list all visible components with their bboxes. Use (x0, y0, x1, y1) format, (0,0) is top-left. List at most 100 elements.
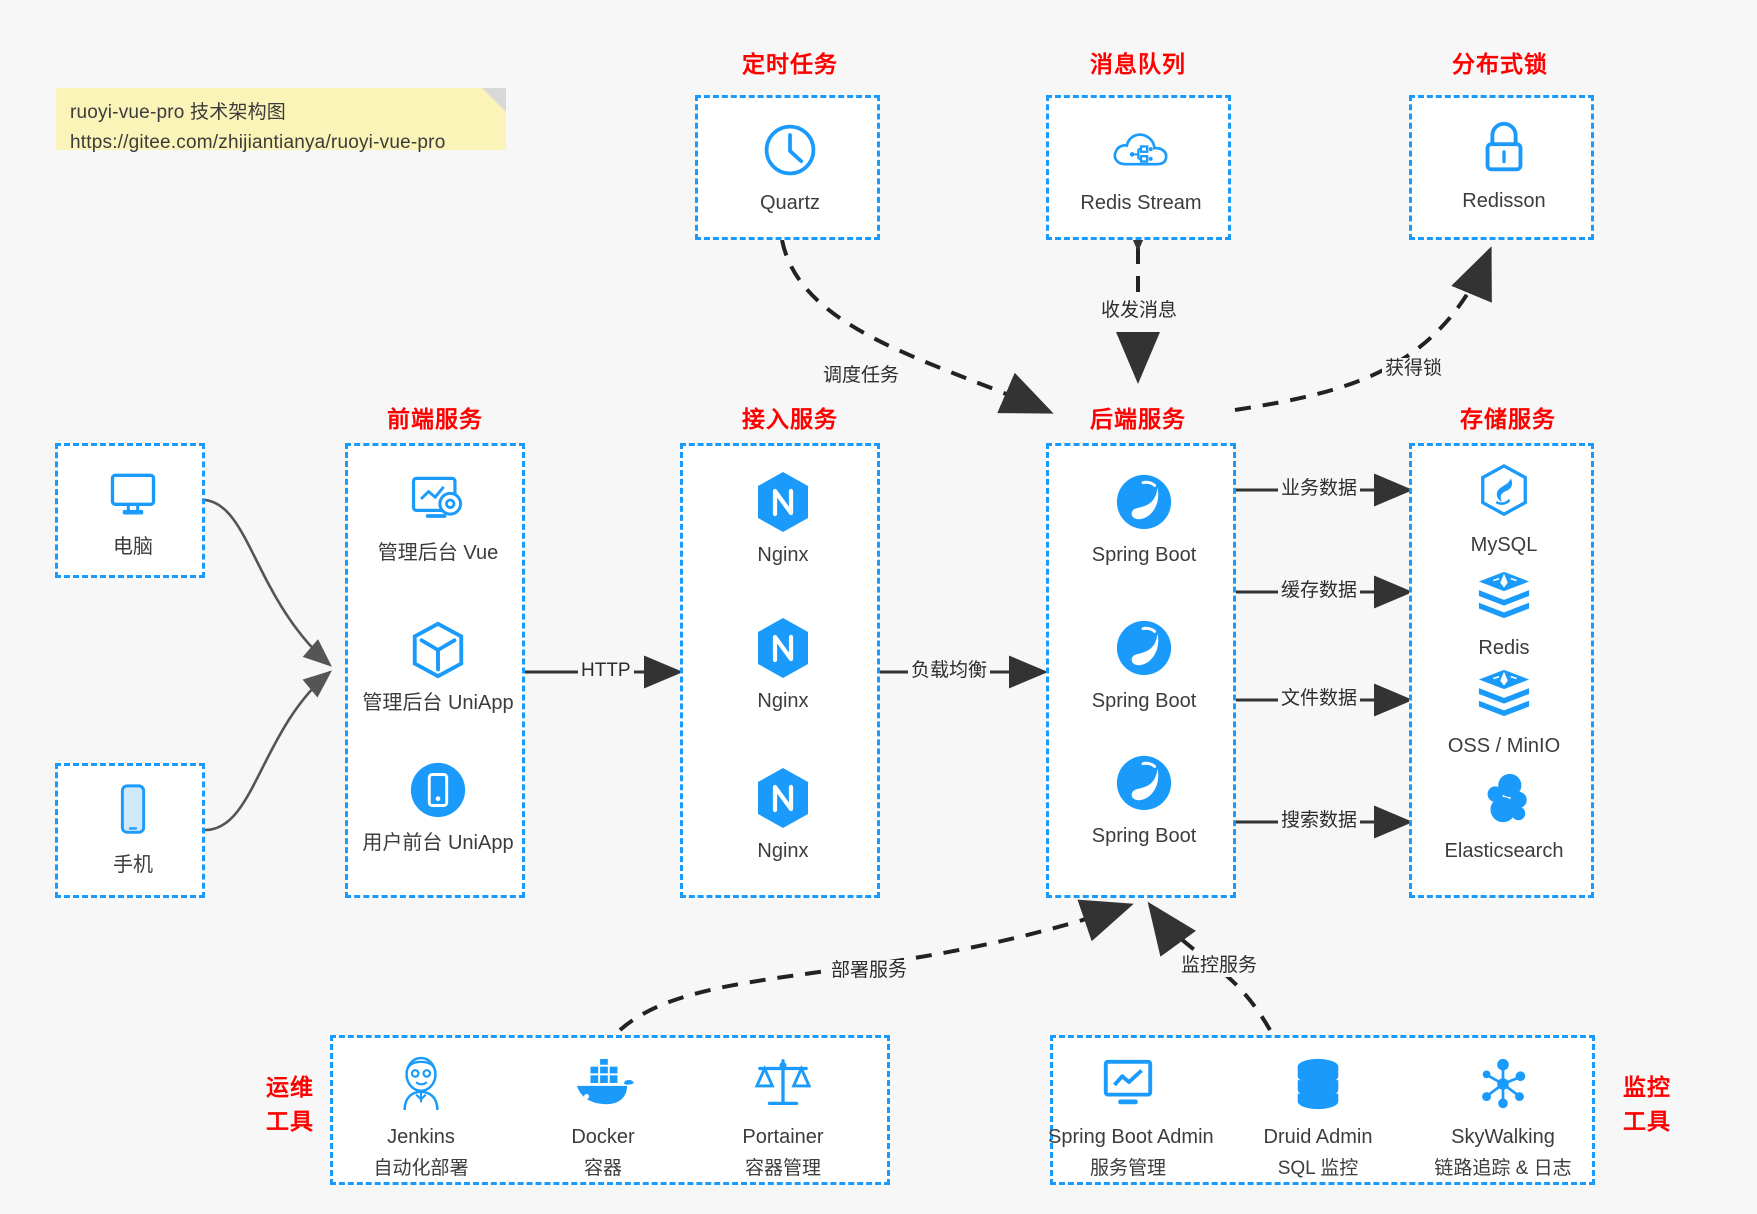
node-label: SkyWalking (1451, 1126, 1555, 1148)
node-label: Elasticsearch (1444, 840, 1564, 862)
node-admin-uniapp[interactable]: 管理后台 UniApp (358, 616, 518, 716)
node-sublabel: 容器 (583, 1158, 622, 1179)
node-label: Spring Boot Admin (1048, 1126, 1214, 1148)
edge-label-load-balance: 负载均衡 (908, 660, 991, 682)
node-quartz[interactable]: Quartz (710, 116, 870, 216)
mobile-icon (53, 778, 213, 846)
node-nginx-3[interactable]: Nginx (703, 764, 863, 864)
edge-label-search-data: 搜索数据 (1278, 810, 1361, 832)
nginx-icon (703, 614, 863, 682)
node-label: MySQL (1470, 534, 1538, 556)
cloud-stream-icon (1061, 116, 1221, 184)
group-box-lock: Redisson (1409, 95, 1594, 240)
hexagon-cube-icon (358, 616, 518, 684)
group-box-scheduled: Quartz (695, 95, 880, 240)
group-title-monitor: 监控 工具 (1612, 1070, 1682, 1138)
clock-icon (710, 116, 870, 184)
client-box-mobile: 手机 (55, 763, 205, 898)
node-sublabel: 服务管理 (1089, 1158, 1166, 1179)
node-label: Spring Boot (1091, 825, 1197, 847)
redis-stack-icon (1424, 561, 1584, 629)
note-url: https://gitee.com/zhijiantianya/ruoyi-vu… (70, 132, 446, 153)
node-label: 管理后台 Vue (377, 542, 499, 564)
node-label: Nginx (757, 690, 809, 712)
node-sublabel: 自动化部署 (373, 1158, 469, 1179)
jenkins-butler-icon (341, 1050, 501, 1118)
edge-label-schedule-task: 调度任务 (820, 365, 903, 387)
group-box-mq: Redis Stream (1046, 95, 1231, 240)
node-elasticsearch[interactable]: Elasticsearch (1424, 764, 1584, 864)
node-spring-boot-2[interactable]: Spring Boot (1064, 614, 1224, 714)
group-title-backend: 后端服务 (1090, 406, 1186, 432)
node-mysql[interactable]: MySQL (1424, 458, 1584, 558)
redis-stack-icon (1424, 659, 1584, 727)
spring-leaf-icon (1064, 468, 1224, 536)
node-label: Portainer (742, 1126, 824, 1148)
group-title-monitor-line2: 工具 (1623, 1108, 1671, 1134)
node-label: Quartz (759, 192, 821, 214)
node-spring-boot-admin[interactable]: Spring Boot Admin 服务管理 (1048, 1050, 1214, 1182)
edge-label-send-receive-message: 收发消息 (1098, 300, 1181, 322)
node-label: Spring Boot (1091, 690, 1197, 712)
group-title-devops-line2: 工具 (266, 1108, 314, 1134)
group-title-scheduled: 定时任务 (742, 51, 838, 77)
node-admin-vue[interactable]: 管理后台 Vue (358, 466, 518, 566)
node-portainer[interactable]: Portainer 容器管理 (703, 1050, 863, 1182)
spring-leaf-icon (1064, 614, 1224, 682)
group-box-devops: Jenkins 自动化部署 (330, 1035, 890, 1185)
node-oss-minio[interactable]: OSS / MinIO (1424, 659, 1584, 759)
group-title-devops: 运维 工具 (255, 1070, 325, 1138)
edge-label-cache-data: 缓存数据 (1278, 580, 1361, 602)
nginx-icon (703, 764, 863, 832)
group-title-mq: 消息队列 (1090, 51, 1186, 77)
node-label: 电脑 (113, 536, 153, 558)
node-label: Nginx (757, 544, 809, 566)
node-label: Docker (571, 1126, 635, 1148)
docker-whale-icon (523, 1050, 683, 1118)
mysql-dolphin-icon (1424, 458, 1584, 526)
group-box-storage: MySQL Redis OS (1409, 443, 1594, 898)
node-nginx-2[interactable]: Nginx (703, 614, 863, 714)
group-box-monitor: Spring Boot Admin 服务管理 Druid Admin SQL 监… (1048, 1035, 1595, 1185)
node-user-uniapp[interactable]: 用户前台 UniApp (358, 756, 518, 856)
node-druid-admin[interactable]: Druid Admin SQL 监控 (1238, 1050, 1398, 1182)
client-box-desktop: 电脑 (55, 443, 205, 578)
edge-label-business-data: 业务数据 (1278, 478, 1361, 500)
node-redisson[interactable]: Redisson (1424, 114, 1584, 214)
node-label: Spring Boot (1091, 544, 1197, 566)
nginx-icon (703, 468, 863, 536)
node-label: Nginx (757, 840, 809, 862)
note-title: ruoyi-vue-pro 技术架构图 (70, 102, 287, 123)
node-mobile[interactable]: 手机 (53, 778, 213, 878)
portainer-scale-icon (703, 1050, 863, 1118)
node-redis[interactable]: Redis (1424, 561, 1584, 661)
skywalking-icon (1423, 1050, 1583, 1118)
group-box-gateway: Nginx Nginx Nginx (680, 443, 880, 898)
node-label: Redis (1478, 637, 1530, 659)
group-title-frontend: 前端服务 (387, 406, 483, 432)
group-title-lock: 分布式锁 (1452, 51, 1548, 77)
node-sublabel: 容器管理 (744, 1158, 821, 1179)
database-icon (1238, 1050, 1398, 1118)
node-docker[interactable]: Docker 容器 (523, 1050, 683, 1182)
group-title-gateway: 接入服务 (742, 406, 838, 432)
node-label: Redis Stream (1080, 192, 1202, 214)
node-spring-boot-3[interactable]: Spring Boot (1064, 749, 1224, 849)
node-label: 管理后台 UniApp (362, 692, 514, 714)
node-skywalking[interactable]: SkyWalking 链路追踪 & 日志 (1423, 1050, 1583, 1182)
node-label: Druid Admin (1263, 1126, 1373, 1148)
node-label: OSS / MinIO (1447, 735, 1561, 757)
group-title-storage: 存储服务 (1460, 406, 1556, 432)
mobile-round-icon (358, 756, 518, 824)
node-nginx-1[interactable]: Nginx (703, 468, 863, 568)
edge-label-monitor-service: 监控服务 (1178, 955, 1261, 977)
node-jenkins[interactable]: Jenkins 自动化部署 (341, 1050, 501, 1182)
node-spring-boot-1[interactable]: Spring Boot (1064, 468, 1224, 568)
note-fold-corner (482, 88, 506, 112)
node-redis-stream[interactable]: Redis Stream (1061, 116, 1221, 216)
node-label: Redisson (1462, 190, 1546, 212)
lock-icon (1424, 114, 1584, 182)
edge-label-acquire-lock: 获得锁 (1382, 358, 1446, 380)
node-desktop[interactable]: 电脑 (53, 460, 213, 560)
group-box-backend: Spring Boot Spring Boot Spring Boot (1046, 443, 1236, 898)
